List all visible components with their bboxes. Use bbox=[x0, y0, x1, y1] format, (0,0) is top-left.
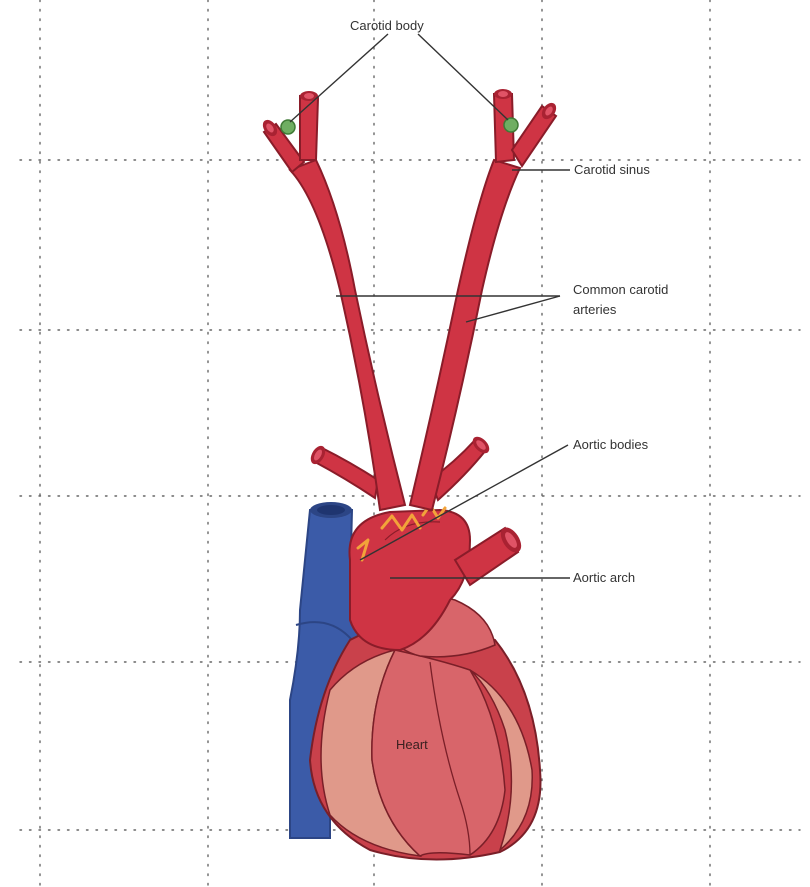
label-carotid-body: Carotid body bbox=[350, 18, 424, 33]
label-aortic-bodies: Aortic bodies bbox=[573, 437, 649, 452]
left-common-carotid-artery bbox=[260, 91, 405, 510]
label-common-carotid-line2: arteries bbox=[573, 302, 617, 317]
left-branch-stub bbox=[308, 443, 378, 498]
left-carotid-body-marker bbox=[281, 120, 295, 134]
right-carotid-body-marker bbox=[504, 118, 518, 132]
label-carotid-sinus: Carotid sinus bbox=[574, 162, 650, 177]
label-common-carotid-line1: Common carotid bbox=[573, 282, 668, 297]
label-heart: Heart bbox=[396, 737, 428, 752]
label-aortic-arch: Aortic arch bbox=[573, 570, 635, 585]
